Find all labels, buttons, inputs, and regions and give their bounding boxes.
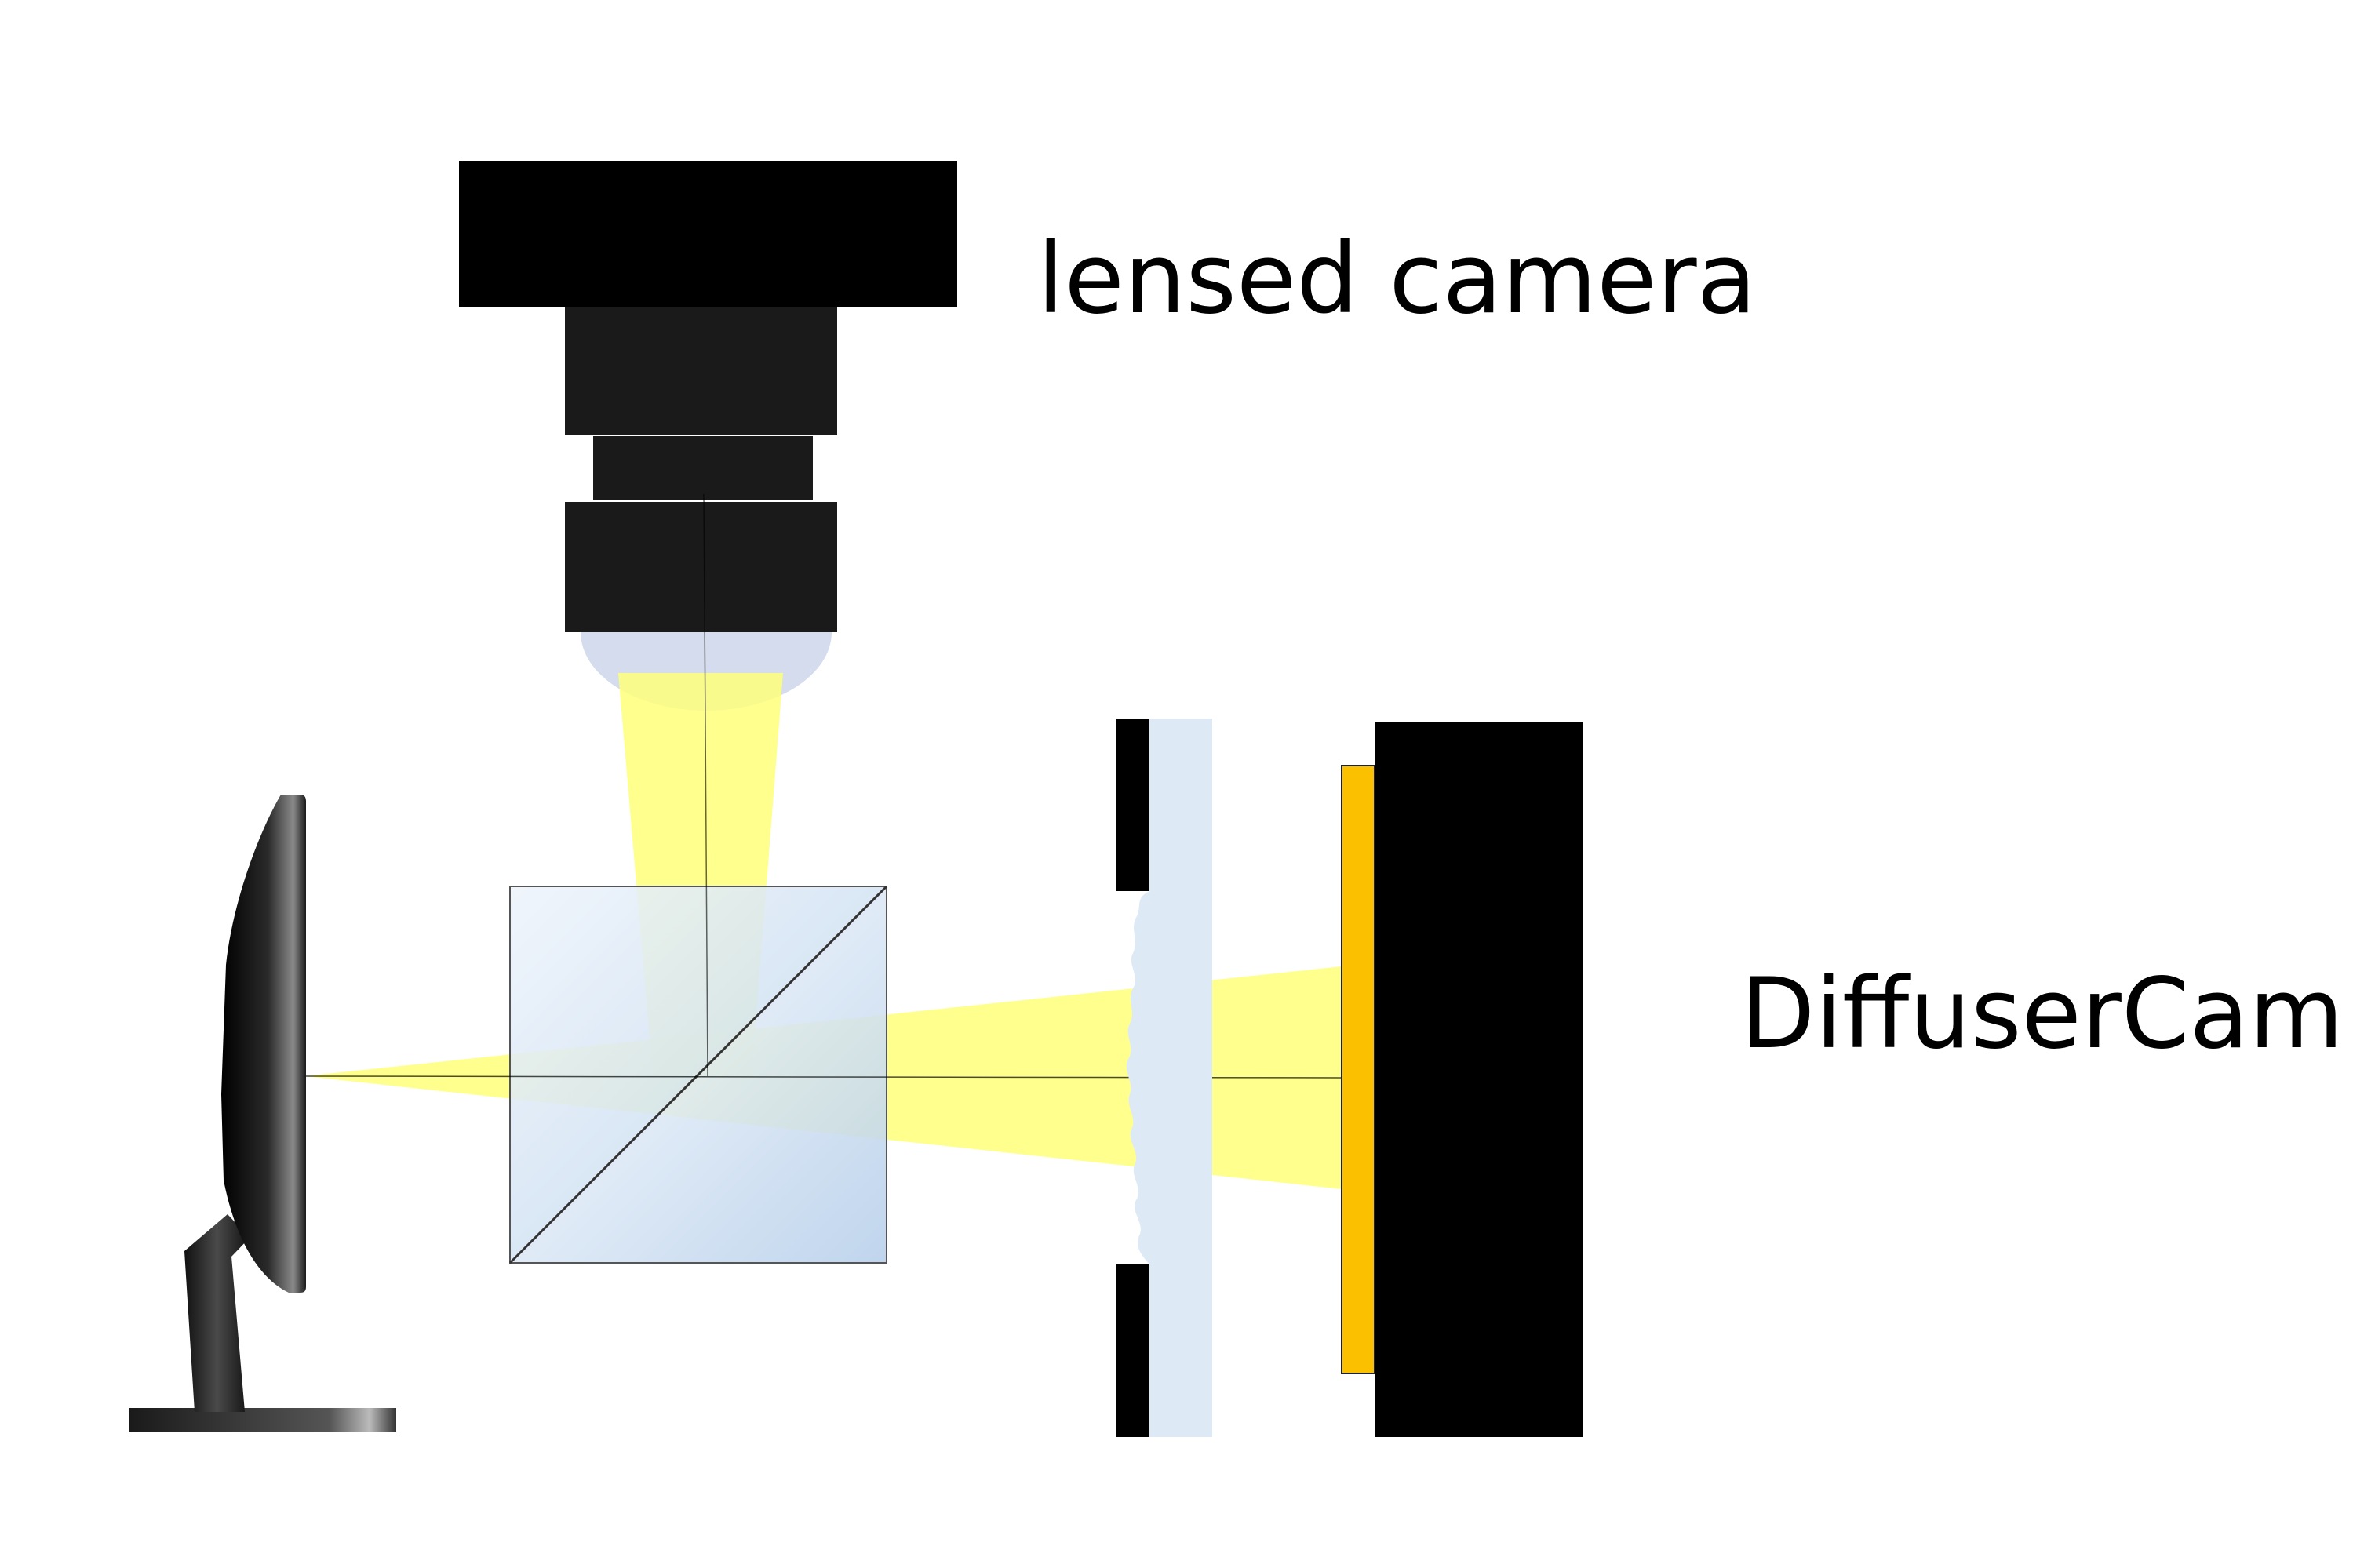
monitor-stand [184, 1214, 250, 1412]
lensed-camera-label: lensed camera [1037, 223, 1757, 336]
diffuser-icon [1126, 719, 1212, 1437]
aperture-bottom [1116, 1264, 1149, 1437]
camera-barrel-middle [593, 436, 813, 500]
beamsplitter-cube-icon [508, 885, 888, 1264]
aperture-icon [1116, 719, 1149, 1437]
vertical-optical-axis [703, 493, 708, 1077]
camera-barrel-upper [565, 307, 837, 435]
diffuser-cam-label: DiffuserCam [1740, 958, 2344, 1071]
diffuser-cam-body [1375, 722, 1583, 1437]
monitor-screen [221, 795, 306, 1293]
aperture-top [1116, 719, 1149, 891]
camera-barrel-lower [565, 502, 837, 632]
sensor-icon [1341, 765, 1375, 1374]
monitor-base [129, 1408, 396, 1432]
monitor-icon [129, 795, 396, 1432]
lensed-camera [459, 161, 957, 711]
camera-body [459, 161, 957, 307]
